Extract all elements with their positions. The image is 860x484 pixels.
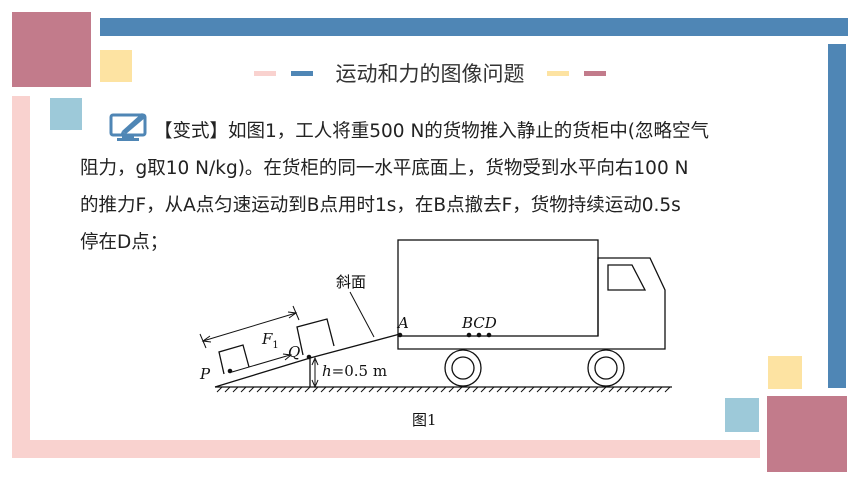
deco-pink-bar-bottom	[12, 440, 760, 458]
deco-lightblue-square-left	[50, 98, 82, 130]
truck-cargo-box	[397, 239, 599, 337]
label-a: A	[398, 314, 409, 332]
truck-wheel-front	[587, 349, 625, 387]
problem-text: 【变式】如图1，工人将重500 N的货物推入静止的货柜中(忽略空气 阻力，g取1…	[80, 112, 810, 261]
deco-blue-bar-top	[100, 18, 848, 36]
truck-cab	[597, 257, 666, 336]
figure-caption: 图1	[412, 411, 437, 429]
point-a	[397, 332, 403, 338]
point-q	[306, 354, 312, 360]
point-d	[486, 332, 492, 338]
title-dash-pink	[254, 70, 277, 76]
page-title-row: 运动和力的图像问题	[0, 58, 860, 88]
deco-rose-square-top-left	[12, 12, 91, 87]
problem-line-1: 【变式】如图1，工人将重500 N的货物推入静止的货柜中(忽略空气	[80, 112, 810, 150]
deco-lightblue-square-bottom	[725, 398, 759, 432]
box-q	[296, 318, 335, 356]
label-bcd: BCD	[462, 314, 497, 332]
deco-rose-square-bottom-right	[767, 396, 847, 472]
truck-wheel-rear	[444, 349, 482, 387]
point-b	[466, 332, 472, 338]
label-p: P	[200, 365, 211, 383]
deco-pink-bar-left	[12, 96, 30, 440]
label-f1: F1	[262, 330, 279, 351]
problem-text-line-1: 【变式】如图1，工人将重500 N的货物推入静止的货柜中(忽略空气	[154, 121, 710, 142]
point-c	[476, 332, 482, 338]
deco-blue-bar-right	[828, 44, 846, 388]
deco-yellow-square-top	[100, 50, 132, 82]
title-dash-blue	[290, 70, 313, 76]
deco-yellow-square-bottom	[768, 356, 802, 389]
monitor-pen-icon	[108, 112, 154, 141]
page-title: 运动和力的图像问题	[335, 62, 525, 86]
label-height: h=0.5 m	[322, 362, 388, 380]
point-p	[227, 368, 233, 374]
problem-text-line-3: 的推力F，从A点匀速运动到B点用时1s，在B点撤去F，货物持续运动0.5s	[80, 195, 681, 216]
title-dash-yellow	[547, 70, 570, 76]
title-dash-rose	[583, 70, 606, 76]
label-slope: 斜面	[336, 273, 367, 291]
problem-text-line-2: 阻力，g取10 N/kg)。在货柜的同一水平底面上，货物受到水平向右100 N	[80, 158, 689, 179]
label-q: Q	[288, 343, 301, 361]
box-p	[218, 344, 250, 375]
problem-text-line-4: 停在D点；	[80, 232, 169, 253]
ground-hatching	[216, 386, 671, 393]
